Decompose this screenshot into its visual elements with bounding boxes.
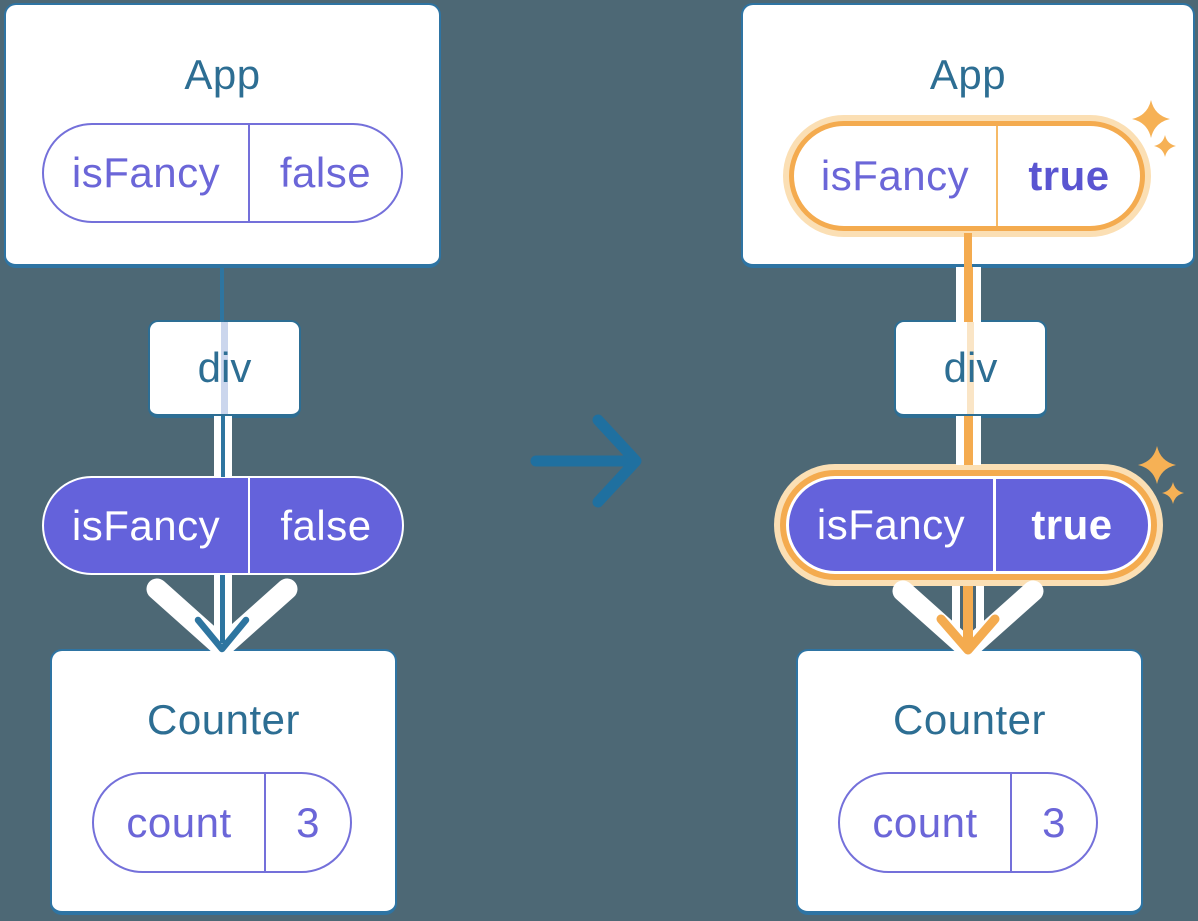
prop-value: false: [279, 149, 372, 196]
forwarded-prop-pill-highlighted: isFancy true: [786, 476, 1151, 574]
prop-value: false: [280, 501, 372, 549]
pipe-rail: [225, 416, 232, 477]
prop-name: isFancy: [44, 125, 250, 221]
prop-pipe: [956, 416, 981, 465]
prop-name: isFancy: [44, 478, 250, 573]
prop-flow-arrow: [892, 580, 1044, 660]
prop-value: true: [1031, 501, 1113, 548]
pipe-rail: [225, 575, 232, 638]
div-label: div: [943, 344, 998, 391]
state-name: count: [840, 774, 1012, 871]
counter-state-pill: count 3: [838, 772, 1098, 873]
pipe-rail: [214, 575, 221, 638]
app-title: App: [929, 51, 1007, 98]
sparkle-icon: [1162, 482, 1184, 504]
prop-pipe: [956, 267, 981, 322]
prop-thru-line: [221, 322, 228, 414]
white-arrow-icon: [146, 578, 298, 658]
counter-state-pill: count 3: [92, 772, 352, 873]
state-name: count: [94, 774, 266, 871]
prop-thru-line: [967, 322, 974, 414]
transition-arrow-icon: [530, 414, 642, 508]
prop-flow-arrow: [146, 575, 298, 658]
app-prop-pill-highlighted: isFancy true: [789, 121, 1145, 231]
app-title: App: [184, 51, 261, 98]
prop-name: isFancy: [789, 479, 996, 571]
pipe-core: [964, 267, 973, 322]
div-box: div: [148, 320, 301, 418]
div-box: div: [894, 320, 1047, 418]
white-arrow-icon: [892, 580, 1044, 660]
arrowhead-icon: [194, 616, 250, 653]
arrowhead-icon: [936, 614, 1000, 655]
counter-title: Counter: [147, 696, 300, 743]
pipe-core: [221, 416, 225, 477]
pipe-rail: [956, 416, 964, 465]
app-prop-pill: isFancy false: [42, 123, 403, 223]
pipe-rail: [952, 586, 960, 638]
counter-title: Counter: [893, 696, 1046, 743]
pipe-core: [220, 575, 225, 643]
edge-line: [220, 266, 224, 322]
pipe-core: [964, 416, 973, 465]
prop-pipe: [214, 416, 232, 477]
pipe-rail: [973, 267, 981, 322]
state-value: 3: [296, 798, 320, 846]
pipe-rail: [956, 267, 964, 322]
div-label: div: [197, 344, 252, 391]
state-value: 3: [1042, 798, 1066, 846]
pipe-rail: [976, 586, 984, 638]
pipe-core: [963, 586, 973, 646]
pipe-rail: [214, 416, 221, 477]
prop-name: isFancy: [794, 126, 998, 226]
pipe-rail: [973, 416, 981, 465]
prop-value: true: [1028, 152, 1110, 199]
forwarded-prop-pill: isFancy false: [42, 476, 404, 575]
